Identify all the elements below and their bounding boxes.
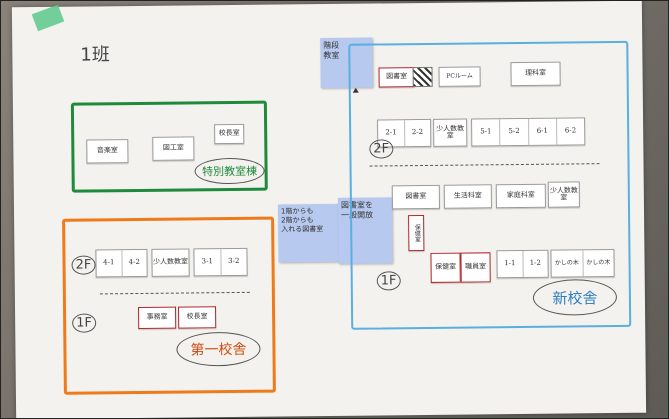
- new-top-hatched: [412, 66, 433, 88]
- special-building-box: 音楽室 図工室 校長室 特別教室棟: [70, 100, 268, 193]
- new-1f-nurse: 保健室: [430, 252, 461, 283]
- room-1-2: 1-2: [529, 259, 542, 268]
- new-1f-life-science: 生活科室: [443, 184, 492, 209]
- group-label: 1班: [80, 44, 110, 66]
- room-office: 事務室: [138, 306, 177, 330]
- old-small-class-room: 少人数教室: [151, 248, 190, 277]
- room-6-2: 6-2: [564, 126, 577, 135]
- arrow-mark: [352, 87, 359, 93]
- tape-top-left: [31, 4, 65, 32]
- new-1f-side-room: 保健室: [408, 215, 425, 252]
- room-kashinoki-1: かしの木: [551, 250, 584, 277]
- room-kashinoki-2: かしの木: [586, 258, 611, 267]
- old-floor-1f: 1F: [72, 313, 97, 333]
- room-principal: 校長室: [178, 306, 217, 329]
- room-2-2: 2-2: [411, 128, 424, 137]
- old-building-box: 2F 4-1 4-2 少人数教室 3-1 3-2 1F 事務室 校長室 第一校舎: [62, 216, 276, 395]
- old-building-label: 第一校舎: [176, 331, 261, 367]
- sticky-library-access: 1階からも 2階からも 入れる図書室: [277, 203, 339, 263]
- old-floor-2f: 2F: [71, 255, 96, 275]
- old-rooms-4: 4-1 4-2: [95, 248, 148, 278]
- room-6-1: 6-1: [528, 118, 558, 145]
- new-rooms-5-6: 5-1 5-2 6-1 6-2: [471, 117, 586, 147]
- new-building-box: 図書室 PCルーム 理科室 2-1 2-2 少人数教室 5-1 5-2 6-1 …: [348, 40, 632, 330]
- room-3-1: 3-1: [194, 249, 222, 276]
- new-1f-library: 図書室: [391, 184, 440, 210]
- new-1f-staff: 職員室: [460, 252, 491, 283]
- room-4-2: 4-2: [128, 258, 140, 267]
- room-5-2: 5-2: [500, 118, 529, 146]
- room-music: 音楽室: [86, 139, 129, 164]
- new-floor-1f: 1F: [376, 271, 401, 291]
- room-4-1: 4-1: [96, 250, 123, 277]
- new-1f-small-class: 少人数教室: [547, 181, 580, 208]
- room-1-1: 1-1: [497, 250, 524, 278]
- new-rooms-kashinoki: かしの木 かしの木: [550, 249, 615, 278]
- room-5-1: 5-1: [472, 119, 501, 146]
- new-top-science: 理科室: [510, 61, 561, 87]
- new-small-class-2f: 少人数教室: [433, 118, 468, 147]
- special-building-label: 特別教室棟: [194, 157, 265, 185]
- room-principal-special: 校長室: [214, 123, 245, 145]
- old-building-label-text: 第一校舎: [190, 341, 247, 359]
- room-3-2: 3-2: [228, 257, 240, 266]
- new-top-library: 図書室: [378, 67, 415, 88]
- new-1f-home-ec: 家庭科室: [495, 183, 546, 209]
- new-building-label: 新校舎: [532, 278, 618, 316]
- new-building-label-text: 新校舎: [552, 288, 598, 308]
- old-rooms-3: 3-1 3-2: [193, 247, 248, 277]
- room-arts: 図工室: [152, 136, 195, 161]
- old-floor-divider: [99, 291, 250, 295]
- new-top-pc-room: PCルーム: [438, 66, 481, 87]
- poster-paper: 1班 音楽室 図工室 校長室 特別教室棟 2F 4-1 4-2 少人数教室 3-…: [11, 0, 647, 419]
- new-floor-2f: 2F: [369, 139, 394, 159]
- special-building-label-text: 特別教室棟: [202, 164, 258, 179]
- new-rooms-1: 1-1 1-2: [496, 249, 549, 279]
- new-floor-divider: [369, 163, 600, 167]
